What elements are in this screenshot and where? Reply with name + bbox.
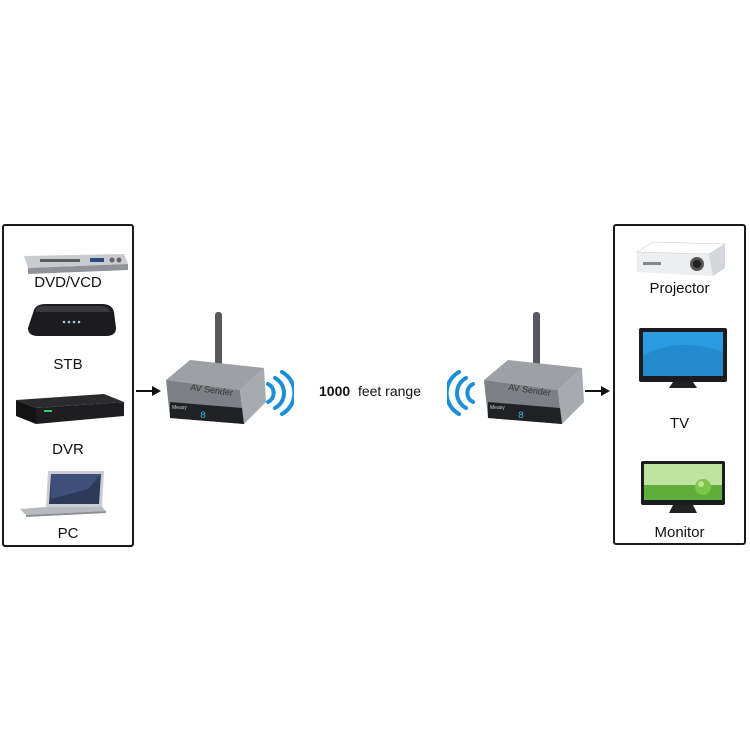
projector-icon	[633, 238, 729, 278]
display-label-projector: Projector	[649, 280, 710, 297]
range-unit: feet range	[357, 383, 421, 399]
source-devices-panel: DVD/VCD STB DVR PC	[2, 224, 134, 547]
receiver-device: AV Sender Measy 8	[478, 310, 588, 432]
range-number: 1000	[319, 383, 351, 399]
dvd-player-icon	[20, 240, 130, 276]
source-label-stb: STB	[53, 356, 83, 373]
display-label-monitor: Monitor	[654, 524, 705, 541]
monitor-icon	[639, 459, 729, 515]
laptop-icon	[18, 469, 110, 517]
dvr-icon	[14, 386, 126, 426]
source-label-dvr: DVR	[52, 441, 84, 458]
range-label: 1000 feet range	[300, 383, 440, 399]
transmit-wave-icon	[262, 370, 294, 416]
source-label-dvd: DVD/VCD	[34, 274, 102, 291]
transmitter-brand: Measy	[172, 405, 187, 411]
source-label-pc: PC	[57, 525, 79, 542]
set-top-box-icon	[24, 302, 120, 342]
transmitter-device: AV Sender Measy 8	[160, 310, 270, 432]
svg-text:8: 8	[518, 411, 524, 422]
receiver-brand: Measy	[490, 405, 505, 411]
display-label-tv: TV	[669, 415, 690, 432]
output-arrow	[585, 384, 611, 398]
tv-icon	[637, 326, 729, 392]
svg-text:8: 8	[200, 411, 206, 422]
input-arrow	[136, 384, 162, 398]
receive-wave-icon	[447, 370, 479, 416]
display-devices-panel: Projector TV Monitor	[613, 224, 746, 545]
